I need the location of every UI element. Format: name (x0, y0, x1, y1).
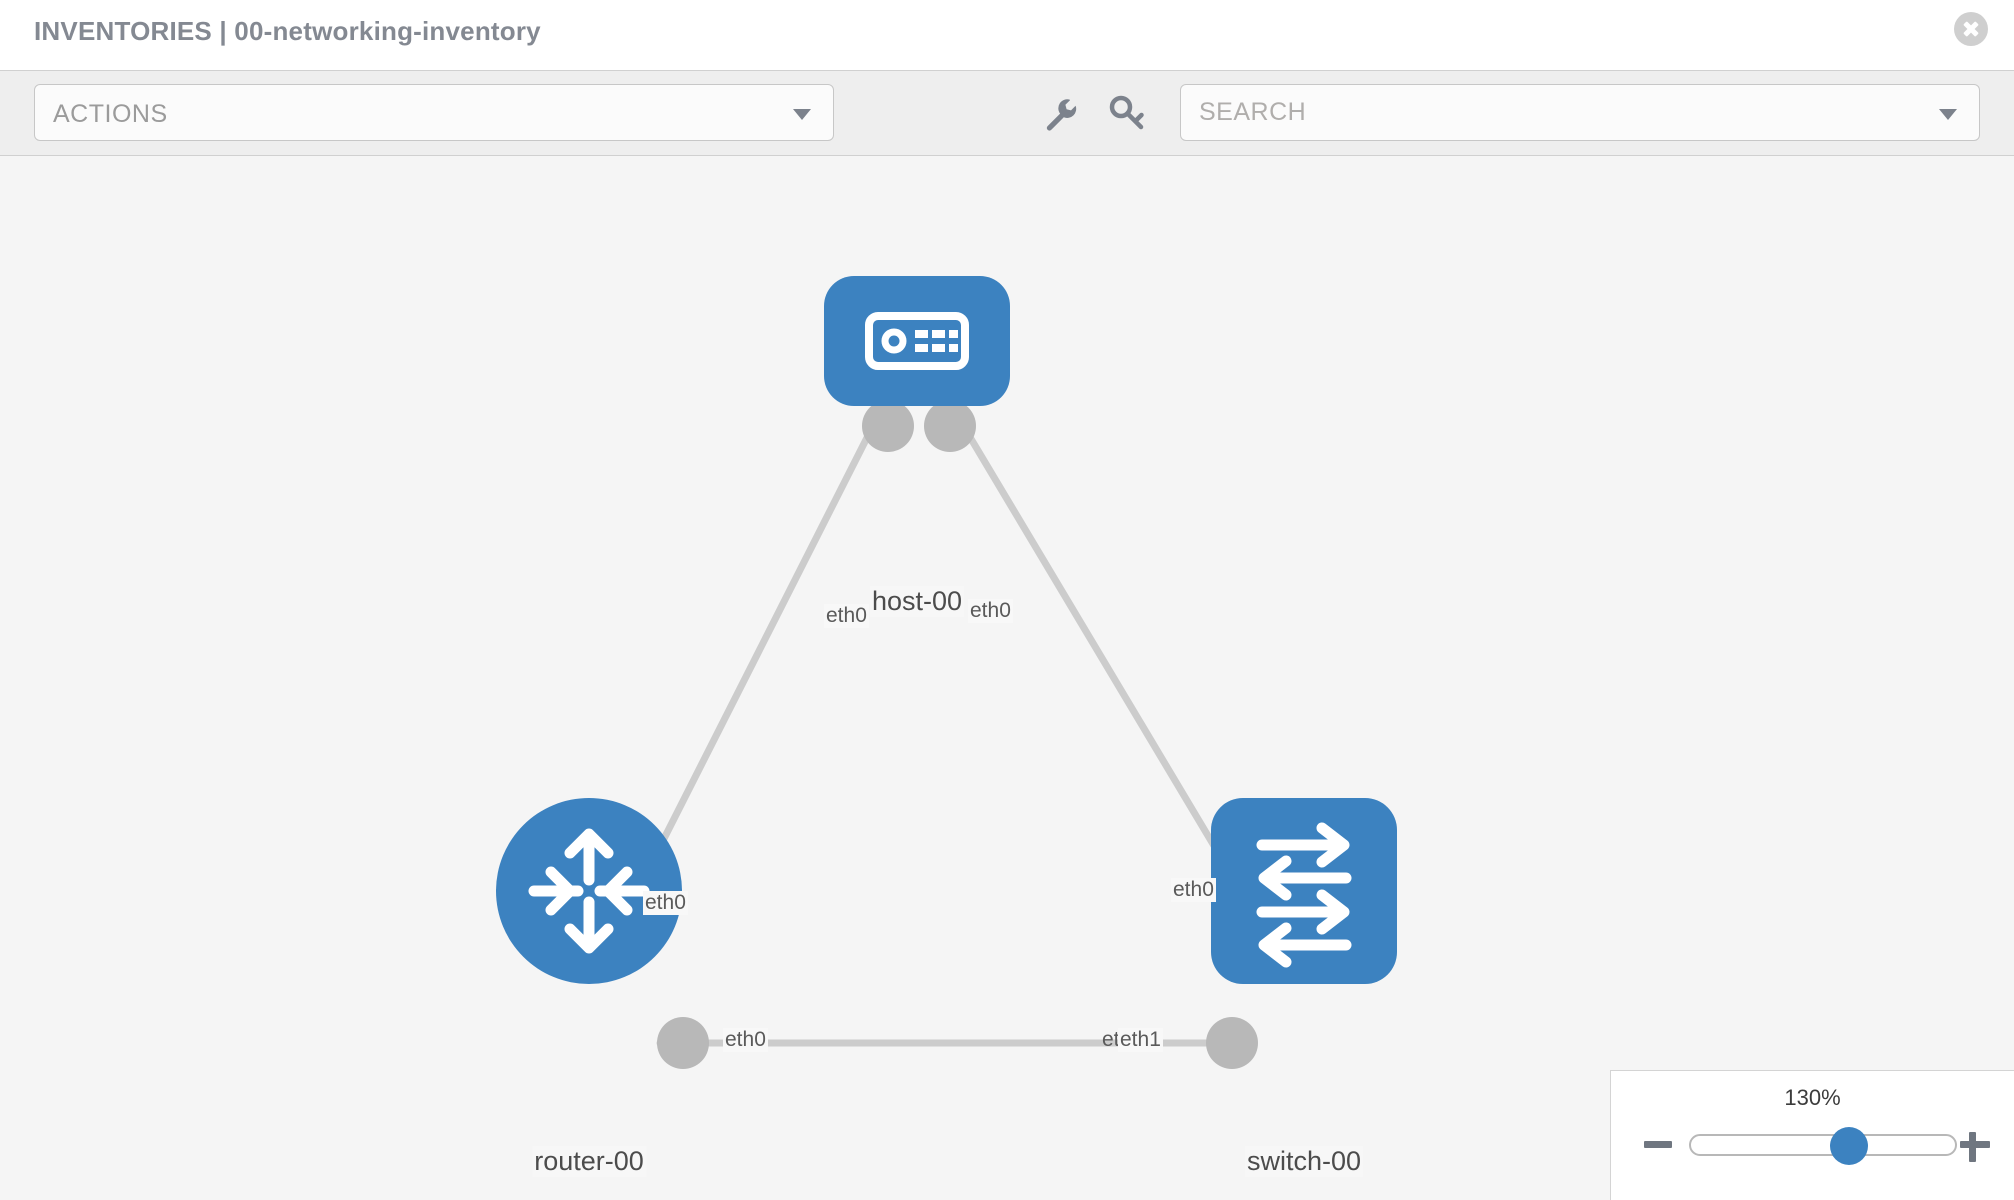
interface-label-host-switch: eth0 (968, 599, 1013, 623)
interface-label-router-switch: eth0 (723, 1028, 768, 1052)
actions-dropdown-label: ACTIONS (53, 100, 168, 128)
nub-host-right (924, 400, 976, 452)
interface-label-switch-host: eth0 (1171, 878, 1216, 902)
node-label-router-00: router-00 (532, 1146, 646, 1177)
interface-label-host-router: eth0 (824, 604, 869, 628)
node-switch-00[interactable] (1211, 798, 1397, 984)
topology-graph (496, 276, 1397, 1069)
nub-switch-left (1206, 1017, 1258, 1069)
actions-dropdown[interactable]: ACTIONS (34, 84, 834, 141)
zoom-slider-thumb[interactable] (1830, 1127, 1869, 1165)
zoom-slider-track[interactable] (1689, 1127, 1957, 1165)
interface-nubs (657, 400, 1263, 1069)
close-icon[interactable] (1954, 12, 1988, 46)
interface-label-switch-router: eth1 (1118, 1028, 1163, 1052)
toolbar: ACTIONS (0, 70, 2014, 156)
link-host-router (636, 408, 884, 890)
node-host-00[interactable] (824, 276, 1010, 406)
page-title: INVENTORIES | 00-networking-inventory (34, 16, 541, 46)
page-header: INVENTORIES | 00-networking-inventory (0, 0, 2014, 70)
zoom-in-button[interactable] (1958, 1127, 1992, 1162)
link-host-switch (951, 408, 1242, 890)
wrench-icon[interactable] (1040, 93, 1080, 133)
node-label-host-00: host-00 (869, 586, 965, 617)
nub-host-left (862, 400, 914, 452)
chevron-down-icon[interactable] (1939, 108, 1957, 120)
search-input[interactable] (1181, 85, 1979, 140)
key-icon[interactable] (1107, 93, 1147, 133)
zoom-control-panel: 130% (1610, 1070, 2014, 1200)
zoom-out-button[interactable] (1641, 1127, 1675, 1161)
topology-canvas[interactable]: host-00 router-00 switch-00 eth0 eth0 et… (0, 156, 2014, 1200)
nub-router-right (657, 1017, 709, 1069)
server-icon (865, 312, 969, 370)
node-router-00[interactable] (496, 798, 682, 984)
search-field[interactable] (1180, 84, 1980, 141)
zoom-level-value: 130% (1784, 1085, 1841, 1110)
switch-icon (1256, 822, 1352, 968)
chevron-down-icon (793, 108, 811, 120)
router-icon (528, 828, 650, 954)
node-label-switch-00: switch-00 (1244, 1146, 1364, 1177)
interface-label-router-host: eth0 (643, 891, 688, 915)
